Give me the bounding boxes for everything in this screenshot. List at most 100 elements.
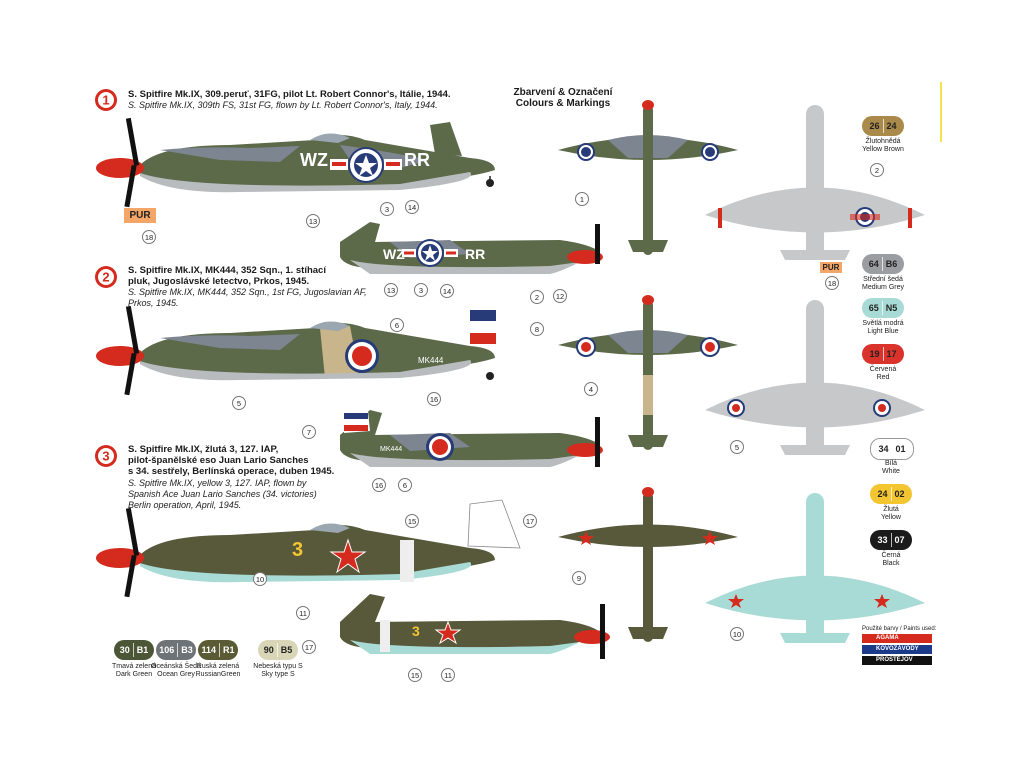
callout-16: 16 [427, 392, 441, 406]
callout-12: 12 [553, 289, 567, 303]
callout-18: 18 [142, 230, 156, 244]
colour-name-en: Black [882, 560, 900, 567]
callout-13b: 13 [384, 283, 398, 297]
colour-name-cz: Žlutohnědá [865, 138, 901, 145]
colour-name-cz: Nebeská typu S [253, 663, 303, 670]
paint-brand-kovozavody-label: KOVOZÁVODY [876, 646, 919, 652]
colour-code-a: 106 [159, 645, 175, 655]
colour-code-b: R1 [223, 645, 235, 655]
paint-brand-agama: AGAMA [862, 634, 932, 643]
colour-code-b: 02 [894, 489, 905, 499]
bottom-colour-swatch: 114 R1 [198, 640, 238, 660]
colour-code-b: B3 [181, 645, 193, 655]
colour-name-en: Sky type S [261, 671, 295, 678]
colour-code-b: N5 [885, 303, 898, 313]
svg-text:2: 2 [102, 270, 109, 285]
callout-5: 5 [232, 396, 246, 410]
svg-text:1: 1 [102, 93, 109, 108]
scheme-1-small-code-right: RR [465, 246, 486, 262]
colour-code-a: 26 [869, 121, 880, 131]
scheme-2-serial: MK444 [418, 356, 444, 365]
colour-name-en: Ocean Grey [157, 671, 195, 678]
callout-6: 6 [390, 318, 404, 332]
scheme-1-badge: 1 [95, 89, 117, 111]
scheme-3-title-en-1: S. Spitfire Mk.IX, yellow 3, 127. IAP, f… [128, 478, 307, 488]
scheme-2-bottom-view [705, 300, 925, 455]
colour-code-b: B6 [885, 259, 898, 269]
colour-name-cz: Oceánská Šedá [151, 663, 201, 670]
colour-name-en: Light Blue [867, 328, 899, 335]
paint-brand-prostejov: PROSTĚJOV [862, 656, 932, 665]
scheme-1-side-view-right [340, 222, 603, 274]
colour-code-a: 34 [878, 444, 889, 454]
colour-name-cz: Žlutá [883, 506, 899, 513]
scheme-1-top-view [558, 100, 738, 255]
scheme-2-title-cz-1: S. Spitfire Mk.IX, MK444, 352 Sqn., 1. s… [128, 265, 326, 276]
colour-code-a: 19 [869, 349, 880, 359]
colour-code-b: B1 [136, 645, 149, 655]
header-line-cz: Zbarvení & Označení [513, 87, 613, 98]
callout-15b: 15 [408, 668, 422, 682]
colour-code-b: 07 [894, 535, 905, 545]
colour-name-cz: Ruská zelená [196, 663, 240, 670]
scheme-1-code-right: RR [404, 150, 430, 170]
scheme-1-code-left: WZ [300, 150, 328, 170]
callout-3b: 3 [414, 283, 428, 297]
scheme-3-bottom-view [705, 493, 925, 643]
paint-brand-agama-label: AGAMA [876, 635, 899, 641]
scheme-1-title-cz: S. Spitfire Mk.IX, 309.peruť, 31FG, pilo… [128, 89, 451, 100]
colour-name-cz: Červená [869, 366, 897, 373]
colour-name-en: Yellow Brown [862, 146, 904, 153]
colour-code-a: 90 [263, 645, 274, 655]
colour-name-cz: Černá [881, 552, 901, 559]
callout-9: 9 [572, 571, 586, 585]
scheme-3-side-view [96, 499, 521, 598]
callout-14: 14 [405, 200, 419, 214]
callout-13: 13 [306, 214, 320, 228]
callout-11b: 11 [441, 668, 455, 682]
scheme-2-small-serial: MK444 [380, 446, 403, 453]
scheme-1-bottom-view [705, 105, 925, 260]
colour-name-cz: Střední šedá [863, 276, 903, 283]
scheme-3-title-cz-3: s 34. sestřely, Berlínská operace, duben… [128, 466, 335, 477]
colour-code-a: 65 [868, 303, 879, 313]
colour-name-cz: Světlá modrá [862, 320, 904, 327]
scheme-1-title-en: S. Spitfire Mk.IX, 309th FS, 31st FG, fl… [128, 100, 438, 110]
colour-swatch: 65 N5 [862, 298, 904, 318]
colour-name-en: White [882, 468, 900, 475]
scheme-1-side-view [96, 117, 495, 208]
colour-code-b: 17 [886, 349, 897, 359]
colour-swatch: 34 01 [870, 438, 914, 460]
callout-2: 2 [870, 163, 884, 177]
scheme-2-side-view-right [340, 410, 603, 467]
scheme-2-title-en-2: Prkos, 1945. [128, 298, 179, 308]
scheme-2-badge: 2 [95, 266, 117, 288]
callout-15: 15 [405, 514, 419, 528]
callout-5b: 5 [730, 440, 744, 454]
yellow-edge-strip [940, 82, 942, 142]
colour-code-a: 33 [877, 535, 888, 545]
colour-code-b: 01 [895, 444, 906, 454]
scheme-3-title-en-3: Berlin operation, April, 1945. [128, 500, 242, 510]
colour-code-a: 114 [201, 645, 216, 655]
callout-4: 4 [584, 382, 598, 396]
callout-6b: 6 [398, 478, 412, 492]
colour-name-en: RussianGreen [195, 671, 241, 678]
scheme-3-small-code: 3 [412, 623, 420, 639]
callout-10: 10 [253, 572, 267, 586]
colour-name-en: Red [876, 374, 890, 381]
callout-3: 3 [380, 202, 394, 216]
